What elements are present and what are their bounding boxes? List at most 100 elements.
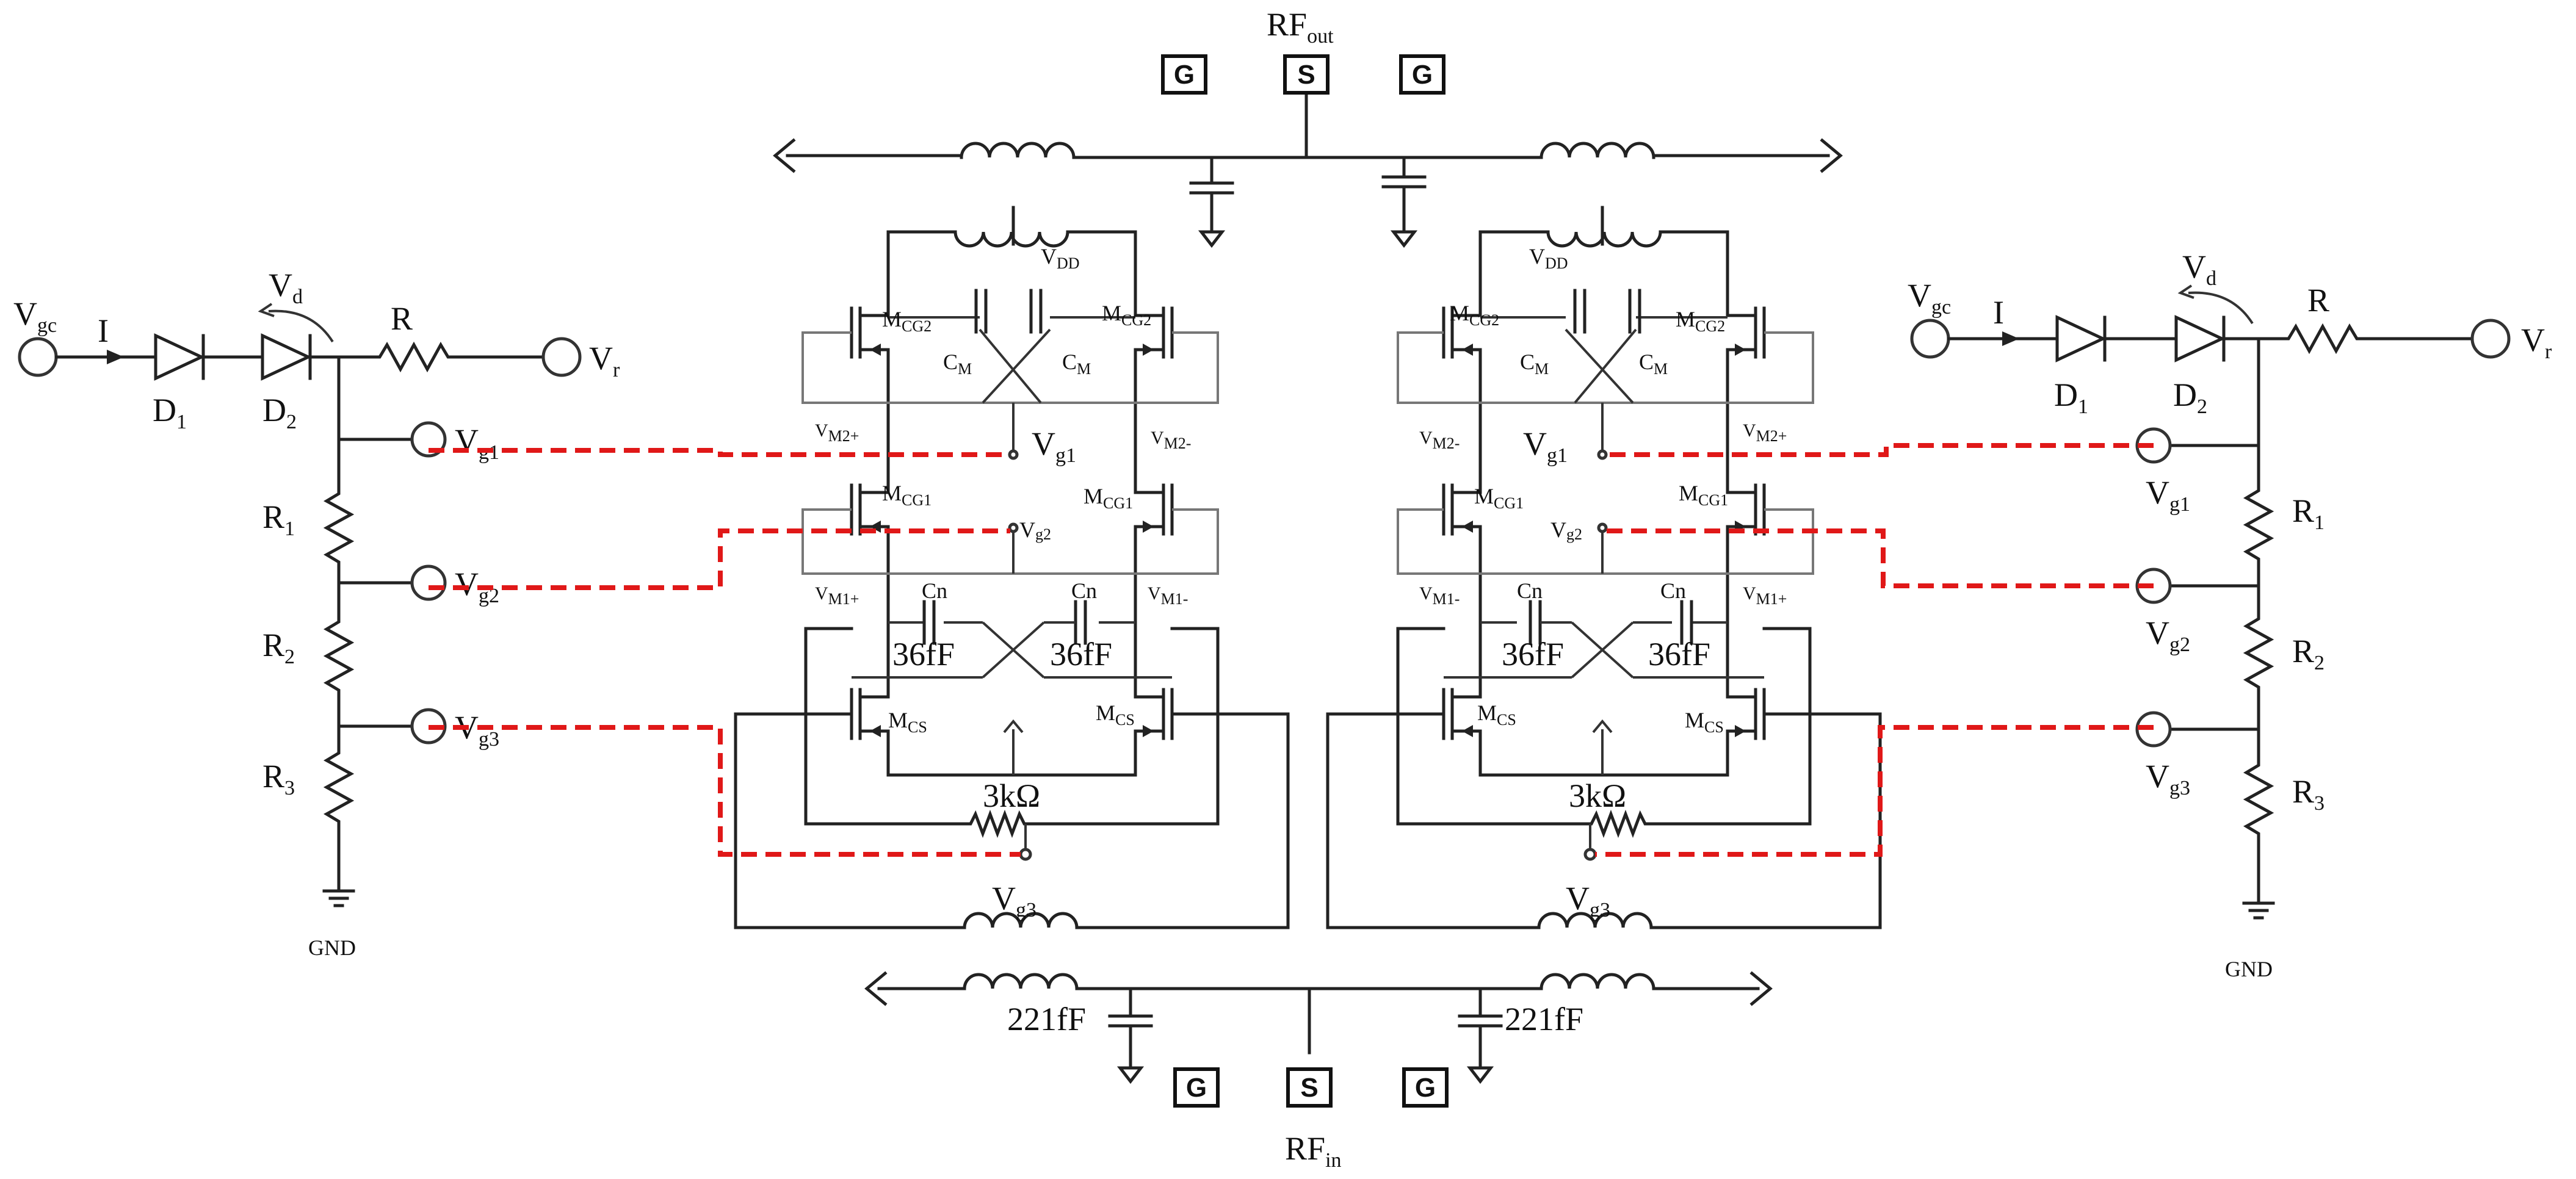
r2-label-left: R2 xyxy=(262,627,295,668)
vg2-label-left-core: Vg2 xyxy=(1019,517,1051,543)
vg2-label-right-core: Vg2 xyxy=(1550,517,1582,543)
current-label-left: I xyxy=(98,312,109,349)
arrow-right-icon xyxy=(2002,331,2019,346)
left-core xyxy=(734,206,1290,929)
d2-label-right: D2 xyxy=(2173,377,2207,418)
left-bias-network: Vgc I D1 D2 Vd R Vr Vg1 Vg2 Vg3 R1 R2 R3… xyxy=(13,267,620,960)
vdd-label-right: VDD xyxy=(1529,244,1568,272)
vdd-label-left: VDD xyxy=(1041,244,1080,272)
vg2-terminal-left[interactable] xyxy=(410,564,447,601)
r3-label-right: R3 xyxy=(2292,773,2325,815)
cn-label-left-a: Cn xyxy=(922,579,947,603)
cn-label-right-b: Cn xyxy=(1660,579,1686,603)
rf-out-bus xyxy=(773,90,1843,248)
vm1p-label-left: VM1+ xyxy=(815,583,859,608)
pad-g-out-right: G xyxy=(1399,54,1445,95)
mcg2-label-right-a: MCG2 xyxy=(1450,301,1499,329)
vg1-label-right-core: Vg1 xyxy=(1523,425,1568,467)
mcg1-label-left-b: MCG1 xyxy=(1084,484,1133,512)
r3-label-left: R3 xyxy=(262,758,295,799)
pad-s-out: S xyxy=(1283,54,1330,95)
rf-in-pads: G S G xyxy=(1173,1067,1449,1108)
mcg1-label-right-b: MCG1 xyxy=(1679,481,1728,509)
vg1-label-left-core: Vg1 xyxy=(1032,425,1076,467)
mcs-label-right-b: MCS xyxy=(1685,708,1724,736)
mcg1-label-left-a: MCG1 xyxy=(882,481,932,509)
vm1m-label-right: VM1- xyxy=(1419,583,1460,608)
svg-text:G: G xyxy=(1415,1073,1436,1103)
rf-out-pads: G S G xyxy=(1161,54,1445,95)
resistor-r2-right xyxy=(2246,610,2271,696)
svg-text:G: G xyxy=(1186,1073,1207,1103)
cap-221ff-right: 221fF xyxy=(1505,1001,1583,1037)
vgc-terminal-left[interactable] xyxy=(18,337,58,377)
right-core-labels: VDD MCG2 MCG2 CM CM VM2- VM2+ Vg1 MCG1 M… xyxy=(1419,244,1787,1037)
vg1-label-left: Vg1 xyxy=(455,422,499,464)
cap-36ff-right-a: 36fF xyxy=(1502,636,1564,672)
vgc-terminal-right[interactable] xyxy=(1910,319,1950,359)
vm1m-label-left: VM1- xyxy=(1148,583,1188,608)
vg3-label-right: Vg3 xyxy=(2146,758,2190,799)
mcg2-label-left-b: MCG2 xyxy=(1102,301,1151,329)
r1-label-right: R1 xyxy=(2292,492,2325,534)
cap-221ff-left: 221fF xyxy=(1007,1001,1086,1037)
vgc-label-right: Vgc xyxy=(1908,277,1951,319)
control-line-vg3-right xyxy=(1595,725,2154,857)
vm2p-label-left: VM2+ xyxy=(815,420,859,445)
vg3-label-right-core: Vg3 xyxy=(1566,880,1610,921)
pad-g-out-left: G xyxy=(1161,54,1207,95)
d1-label-right: D1 xyxy=(2054,377,2088,418)
diode-d1-left xyxy=(154,333,205,381)
svg-text:G: G xyxy=(1174,60,1195,90)
resistor-r2-left xyxy=(327,613,351,699)
cm-label-left-b: CM xyxy=(1062,350,1091,378)
r2-label-right: R2 xyxy=(2292,633,2325,674)
vg2-label-right: Vg2 xyxy=(2146,615,2190,656)
control-lines xyxy=(429,443,2154,857)
vd-label-left: Vd xyxy=(269,267,303,308)
cap-36ff-left-b: 36fF xyxy=(1050,636,1112,672)
vr-terminal-right[interactable] xyxy=(2470,319,2511,359)
gnd-label-left: GND xyxy=(308,936,356,960)
vg1-terminal-left[interactable] xyxy=(410,421,447,458)
mcs-label-left-b: MCS xyxy=(1096,701,1135,729)
cap-36ff-left-a: 36fF xyxy=(892,636,955,672)
diode-d1-right xyxy=(2055,315,2107,362)
svg-text:S: S xyxy=(1300,1073,1318,1103)
vgc-label-left: Vgc xyxy=(13,295,57,337)
res-3k-left: 3kΩ xyxy=(983,777,1040,814)
res-3k-right: 3kΩ xyxy=(1569,777,1626,814)
r1-label-left: R1 xyxy=(262,499,295,540)
rf-in-label: RFin xyxy=(1285,1130,1342,1172)
control-line-vg2-left xyxy=(429,528,1010,590)
diode-d2-right xyxy=(2174,315,2226,362)
control-line-vg3-left xyxy=(429,725,1021,857)
lna-core xyxy=(734,90,1882,1084)
ground-icon-right xyxy=(2244,903,2273,918)
cn-label-left-b: Cn xyxy=(1071,579,1097,603)
cn-label-right-a: Cn xyxy=(1517,579,1543,603)
pad-s-in: S xyxy=(1286,1067,1333,1108)
resistor-r-right xyxy=(2280,326,2365,351)
right-core xyxy=(1326,206,1882,929)
vm2m-label-right: VM2- xyxy=(1419,428,1460,452)
vr-terminal-left[interactable] xyxy=(541,337,582,377)
cap-36ff-right-b: 36fF xyxy=(1648,636,1710,672)
r-label-right: R xyxy=(2307,282,2329,319)
d2-label-left: D2 xyxy=(262,392,297,433)
vm2p-label-right: VM2+ xyxy=(1743,420,1787,445)
svg-text:G: G xyxy=(1412,60,1433,90)
diode-d2-left xyxy=(261,333,312,381)
d1-label-left: D1 xyxy=(153,392,187,433)
vg3-label-left-core: Vg3 xyxy=(992,880,1037,921)
vg1-label-right: Vg1 xyxy=(2146,474,2190,516)
current-label-right: I xyxy=(1993,294,2004,331)
vm1p-label-right: VM1+ xyxy=(1743,583,1787,608)
mcg2-label-left-a: MCG2 xyxy=(882,307,932,335)
mcs-label-left-a: MCS xyxy=(888,708,927,736)
ground-icon-left xyxy=(324,891,353,906)
arrow-right-icon xyxy=(107,350,124,364)
mcs-label-right-a: MCS xyxy=(1477,701,1516,729)
control-line-vg1-right xyxy=(1605,443,2154,457)
